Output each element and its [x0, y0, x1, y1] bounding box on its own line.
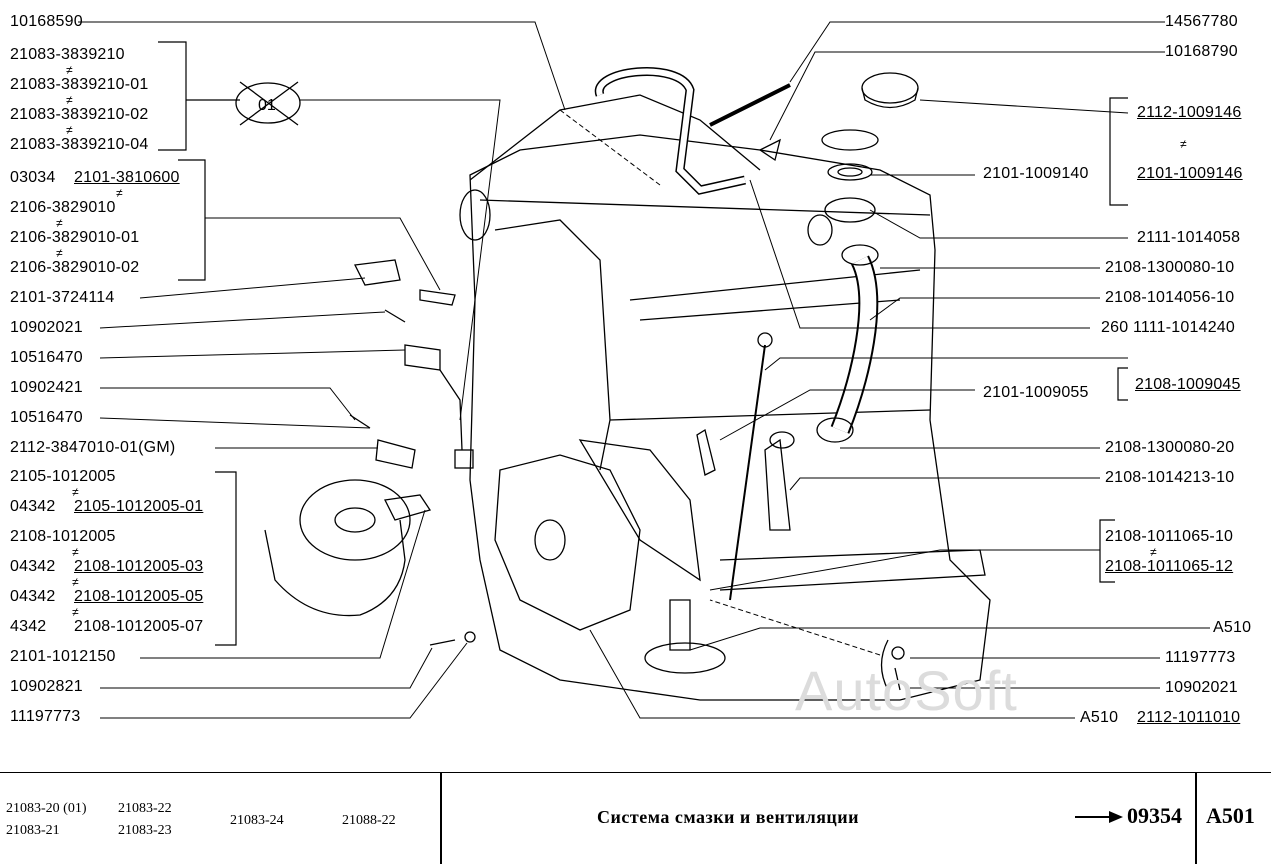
- bracket-right-1: [1109, 97, 1128, 206]
- label-2112-1011010: 2112-1011010: [1137, 709, 1241, 726]
- label-2108-1009045: 2108-1009045: [1135, 376, 1241, 393]
- label-2112-1009146: 2112-1009146: [1137, 104, 1242, 121]
- bracket-left-1: [158, 41, 187, 151]
- label-04342-b: 04342: [10, 558, 56, 575]
- label-21083-3839210-01: 21083-3839210-01: [10, 76, 149, 93]
- oil-pump: [494, 454, 641, 631]
- label-2106-3829010-01: 2106-3829010-01: [10, 229, 140, 246]
- label-21083-3839210-04: 21083-3839210-04: [10, 136, 149, 153]
- label-2101-3724114: 2101-3724114: [10, 289, 115, 306]
- label-2101-1009055: 2101-1009055: [983, 384, 1089, 401]
- neq-mark: ≠: [72, 545, 79, 559]
- footer-divider: [440, 773, 442, 864]
- title-block: 21083-20 (01) 21083-21 21083-22 21083-23…: [0, 772, 1271, 864]
- label-A510-b: A510: [1080, 709, 1119, 726]
- neq-mark: ≠: [66, 93, 73, 107]
- oil-cap-gasket: [821, 129, 879, 151]
- engine-lubrication-diagram: 01: [78, 21, 1210, 719]
- label-2105-1012005-01: 2105-1012005-01: [74, 498, 204, 515]
- label-10168790: 10168790: [1165, 43, 1238, 60]
- label-2101-1009146: 2101-1009146: [1137, 165, 1243, 182]
- label-2106-3829010-02: 2106-3829010-02: [10, 259, 140, 276]
- label-2108-1012005-05: 2108-1012005-05: [74, 588, 204, 605]
- crossed-mark-circle: [235, 82, 301, 124]
- label-4342: 4342: [10, 618, 47, 635]
- neq-mark: ≠: [66, 123, 73, 137]
- neq-mark: ≠: [66, 63, 73, 77]
- label-10902021-b: 10902021: [1165, 679, 1238, 696]
- model-code: 21083-21: [6, 823, 60, 838]
- neq-mark: ≠: [1150, 545, 1157, 559]
- label-21083-3839210: 21083-3839210: [10, 46, 125, 63]
- label-04342-a: 04342: [10, 498, 56, 515]
- label-2108-1011065-10: 2108-1011065-10: [1105, 528, 1234, 545]
- label-10168590: 10168590: [10, 13, 83, 30]
- label-2106-3829010: 2106-3829010: [10, 199, 116, 216]
- model-code: 21088-22: [342, 813, 396, 828]
- bracket-left-3: [215, 471, 237, 646]
- label-2101-1009140: 2101-1009140: [983, 165, 1089, 182]
- oil-pressure-sensor: [384, 494, 432, 521]
- arrow-right-icon: [1075, 811, 1123, 823]
- oil-pump-gasket: [578, 439, 701, 582]
- engine-block-outline: [469, 134, 991, 701]
- label-21083-3839210-02: 21083-3839210-02: [10, 106, 149, 123]
- neq-mark: ≠: [116, 186, 123, 200]
- neq-mark: ≠: [1180, 137, 1187, 151]
- label-2108-1300080-20: 2108-1300080-20: [1105, 439, 1235, 456]
- label-A510-a: A510: [1213, 619, 1252, 636]
- label-2108-1012005-03: 2108-1012005-03: [74, 558, 204, 575]
- neq-mark: ≠: [56, 216, 63, 230]
- label-2108-1012005-07: 2108-1012005-07: [74, 618, 204, 635]
- label-2111-1014058: 2111-1014058: [1137, 229, 1241, 246]
- label-10902421: 10902421: [10, 379, 83, 396]
- bracket-left-2: [178, 159, 206, 281]
- oil-cap-seal: [827, 163, 873, 181]
- label-10516470-a: 10516470: [10, 349, 83, 366]
- neq-mark: ≠: [56, 246, 63, 260]
- label-2108-1300080-10: 2108-1300080-10: [1105, 259, 1235, 276]
- oil-filter: [299, 479, 411, 561]
- oil-filler-cap: [861, 72, 919, 104]
- sheet-title: Система смазки и вентиляции: [597, 807, 860, 827]
- neq-mark: ≠: [72, 605, 79, 619]
- bracket-right-3: [1099, 519, 1115, 583]
- label-2101-3810600: 2101-3810600: [74, 169, 180, 186]
- label-04342-c: 04342: [10, 588, 56, 605]
- label-11197773-a: 11197773: [10, 708, 81, 725]
- label-2105-1012005: 2105-1012005: [10, 468, 116, 485]
- label-2108-1014056-10: 2108-1014056-10: [1105, 289, 1235, 306]
- section-code: A501: [1206, 803, 1255, 828]
- label-2108-1011065-12: 2108-1011065-12: [1105, 558, 1234, 575]
- label-2108-1012005: 2108-1012005: [10, 528, 116, 545]
- label-10902821: 10902821: [10, 678, 83, 695]
- model-code: 21083-24: [230, 813, 284, 828]
- watermark: AutoSoft: [795, 659, 1018, 722]
- label-2108-1014213-10: 2108-1014213-10: [1105, 469, 1235, 486]
- label-11197773-b: 11197773: [1165, 649, 1236, 666]
- breather-hose: [594, 67, 746, 195]
- crossed-mark-text: 01: [258, 97, 276, 114]
- dipstick: [729, 344, 766, 601]
- cable-strap: [709, 83, 791, 127]
- label-14567780: 14567780: [1165, 13, 1238, 30]
- page-number: 09354: [1127, 803, 1182, 828]
- neq-mark: ≠: [72, 485, 79, 499]
- label-10516470-b: 10516470: [10, 409, 83, 426]
- model-code: 21083-22: [118, 801, 172, 816]
- label-03034: 03034: [10, 169, 56, 186]
- model-code: 21083-23: [118, 823, 172, 838]
- model-code: 21083-20 (01): [6, 801, 87, 816]
- footer-divider: [1195, 773, 1197, 864]
- label-260-1111-1014240: 260 1111-1014240: [1101, 319, 1235, 336]
- bracket-right-2: [1117, 367, 1128, 401]
- neq-mark: ≠: [72, 575, 79, 589]
- label-2112-3847010-01: 2112-3847010-01(GM): [10, 439, 176, 456]
- oil-pipe: [764, 438, 791, 531]
- label-2101-1012150: 2101-1012150: [10, 648, 116, 665]
- label-10902021: 10902021: [10, 319, 83, 336]
